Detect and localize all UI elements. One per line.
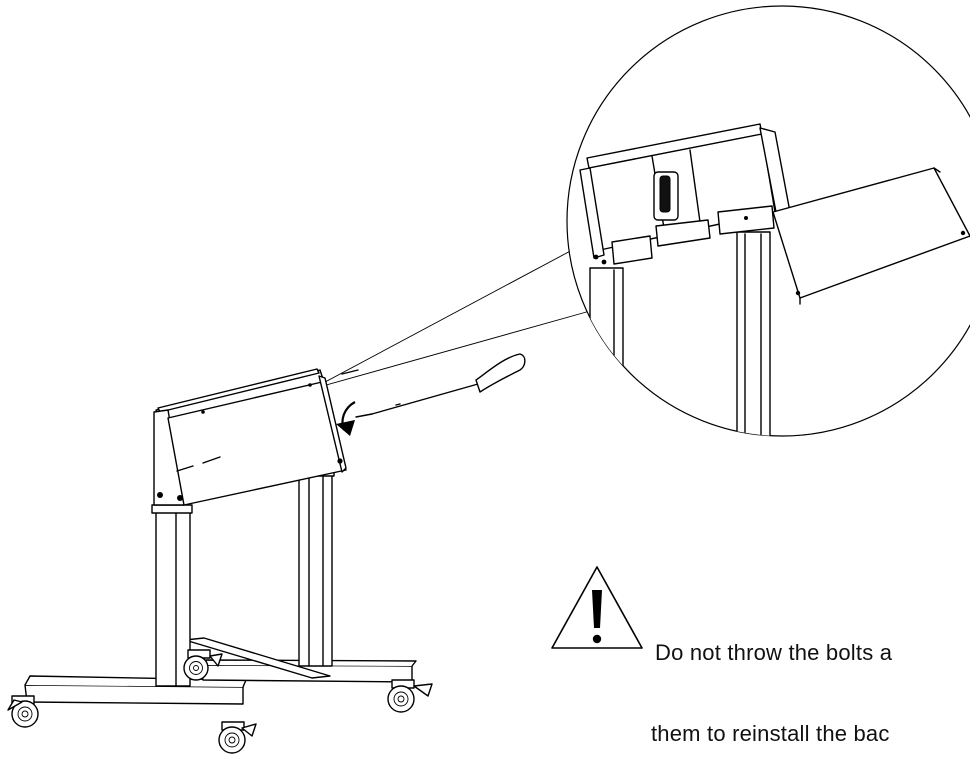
zoom-left-leg bbox=[589, 267, 624, 436]
warning-line-1: Do not throw the bolts a bbox=[655, 640, 893, 665]
right-leg bbox=[295, 468, 335, 667]
detail-zoom-circle bbox=[566, 5, 970, 437]
stand-assembly bbox=[7, 353, 526, 754]
zoom-back-panel bbox=[772, 167, 970, 305]
callout-lines bbox=[311, 247, 591, 390]
rotation-arrow bbox=[336, 401, 356, 436]
warning-line-2: them to reinstall the bac bbox=[651, 721, 890, 746]
base-rails bbox=[24, 637, 417, 705]
caster-front-right bbox=[218, 721, 257, 754]
left-leg bbox=[151, 504, 193, 687]
screws bbox=[176, 369, 373, 472]
zoom-right-leg bbox=[736, 231, 771, 436]
warning-message: Do not throw the bolts a them to reinsta… bbox=[651, 585, 893, 774]
screwdriver bbox=[371, 353, 526, 415]
zoom-top-frame bbox=[579, 123, 791, 265]
caster-back-right bbox=[387, 679, 433, 713]
warning-triangle-icon bbox=[551, 566, 643, 649]
upper-housing bbox=[153, 368, 347, 506]
caster-back-left bbox=[183, 649, 223, 681]
caster-front-left bbox=[7, 695, 39, 728]
